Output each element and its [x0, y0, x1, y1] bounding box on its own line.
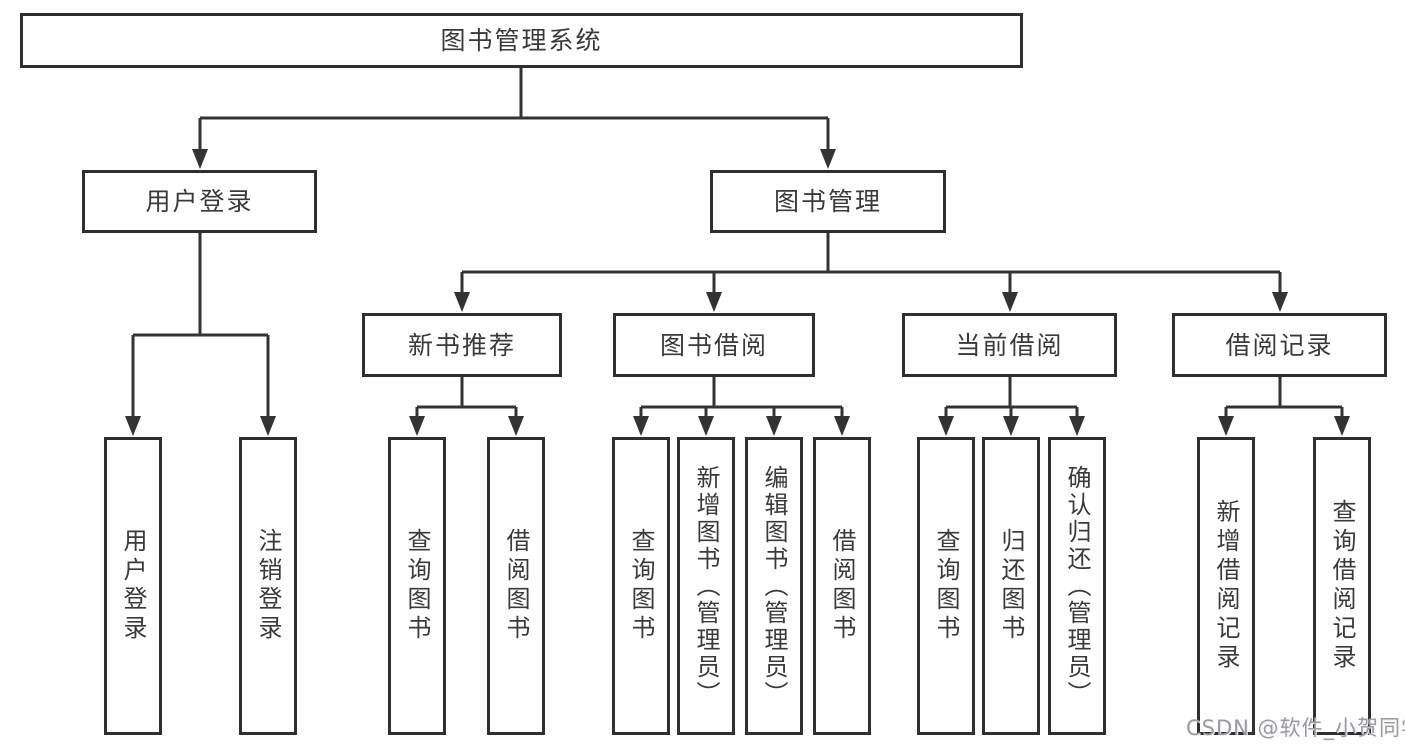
arrow-down-icon [125, 416, 141, 436]
leaf-query-book: 查询图书 [917, 437, 975, 735]
leaf-query-book: 查询图书 [388, 437, 446, 735]
node-borrow-records: 借阅记录 [1172, 313, 1387, 377]
leaf-user-login: 用户登录 [104, 437, 162, 735]
node-current-borrow: 当前借阅 [902, 313, 1117, 377]
arrow-down-icon [706, 292, 722, 312]
node-user-login: 用户登录 [82, 170, 317, 233]
leaf-query-borrow-record: 查询借阅记录 [1313, 437, 1371, 735]
arrow-down-icon [633, 416, 649, 436]
leaf-confirm-return-admin: 确认归还（管理员） [1048, 437, 1106, 735]
arrow-down-icon [454, 292, 470, 312]
node-root-system: 图书管理系统 [20, 13, 1023, 68]
arrow-down-icon [1334, 416, 1350, 436]
connector-current-borrow [944, 377, 1079, 420]
connector-borrow-records [1224, 377, 1344, 420]
leaf-add-borrow-record: 新增借阅记录 [1197, 437, 1255, 735]
arrow-down-icon [192, 149, 208, 169]
leaf-borrow-book: 借阅图书 [487, 437, 545, 735]
leaf-edit-book-admin: 编辑图书（管理员） [745, 437, 803, 735]
node-book-management: 图书管理 [710, 170, 946, 233]
connector-user-login [131, 233, 270, 420]
arrow-down-icon [698, 416, 714, 436]
leaf-borrow-book: 借阅图书 [813, 437, 871, 735]
arrow-down-icon [1272, 292, 1288, 312]
arrow-down-icon [766, 416, 782, 436]
connector-root [198, 68, 830, 153]
arrow-down-icon [409, 416, 425, 436]
leaf-query-book: 查询图书 [612, 437, 670, 735]
node-new-book-recommend: 新书推荐 [362, 313, 562, 377]
connector-new-book [415, 377, 518, 420]
arrow-down-icon [508, 416, 524, 436]
leaf-logout: 注销登录 [239, 437, 297, 735]
connector-book-borrow [639, 377, 844, 420]
arrow-down-icon [820, 149, 836, 169]
csdn-watermark: CSDN @软件_小贺同学 [1186, 716, 1405, 740]
leaf-return-book: 归还图书 [982, 437, 1040, 735]
arrow-down-icon [1218, 416, 1234, 436]
arrow-down-icon [1069, 416, 1085, 436]
node-book-borrow: 图书借阅 [613, 313, 815, 377]
arrow-down-icon [938, 416, 954, 436]
arrow-down-icon [834, 416, 850, 436]
arrow-down-icon [1002, 292, 1018, 312]
arrow-down-icon [260, 416, 276, 436]
connector-book-mgmt [460, 233, 1282, 296]
arrow-down-icon [1003, 416, 1019, 436]
leaf-add-book-admin: 新增图书（管理员） [677, 437, 735, 735]
